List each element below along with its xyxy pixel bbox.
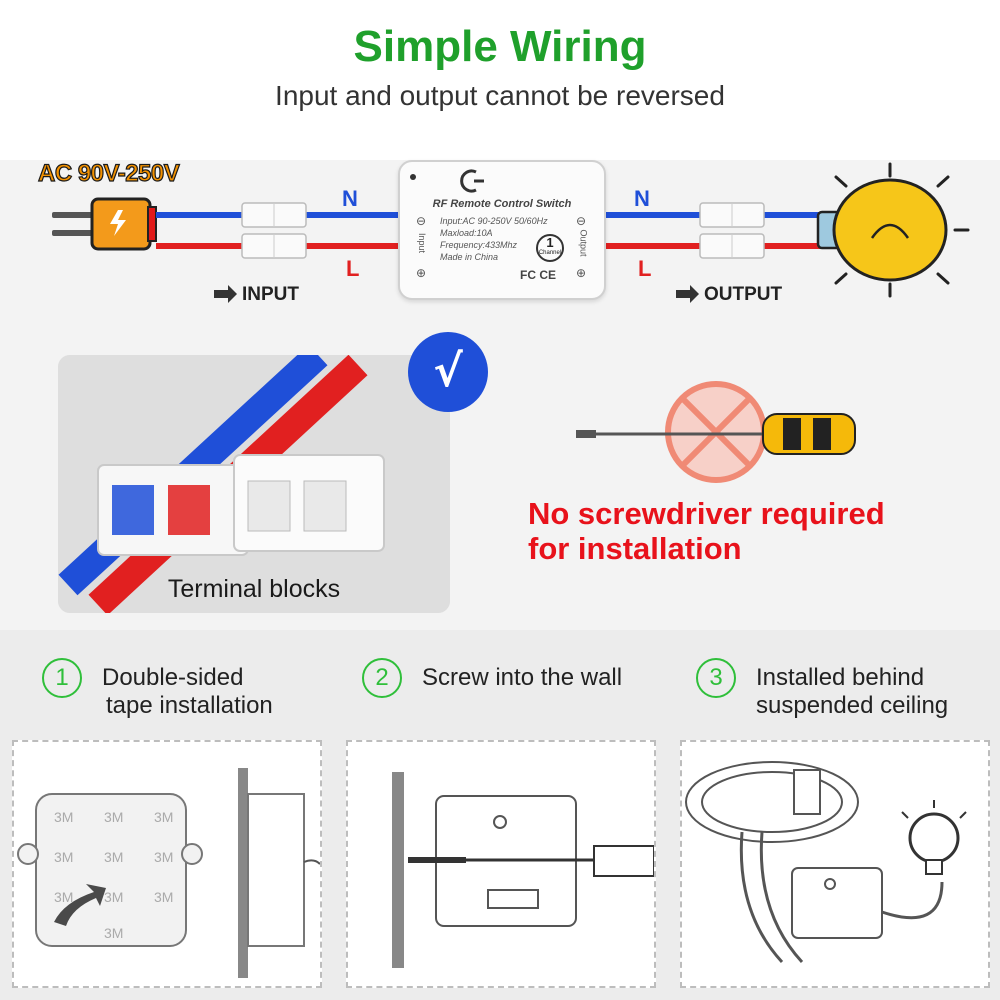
wiring-diagram (52, 162, 970, 303)
tape-mark: 3M (104, 809, 123, 825)
channel-badge: 1 Channel (536, 234, 564, 262)
tape-mark: 3M (54, 889, 73, 905)
ceiling-installation-illustration (680, 740, 990, 988)
step-1-line1: Double-sided (102, 664, 244, 691)
device-name: RF Remote Control Switch (432, 198, 572, 210)
no-screwdriver-icon (576, 381, 856, 483)
step-2-number: 2 (362, 658, 402, 698)
output-live-label: L (638, 256, 652, 281)
light-bulb-icon (816, 162, 970, 298)
plus-icon: ⊕ (416, 266, 427, 280)
step-3-number: 3 (696, 658, 736, 698)
step-1-line2: tape installation (106, 692, 273, 719)
device-spec: Maxload:10A (440, 228, 493, 238)
step-3-text: Installed behind suspended ceiling (756, 664, 948, 720)
device-output-side: Output (578, 229, 589, 257)
step-2-line1: Screw into the wall (422, 664, 623, 691)
device-spec: Frequency:433Mhz (440, 240, 518, 250)
tape-mark: 3M (154, 889, 173, 905)
wall-screw-illustration (346, 740, 656, 988)
header (0, 0, 1000, 160)
tape-mark: 3M (154, 809, 173, 825)
plus-icon: ⊕ (576, 266, 587, 280)
minus-icon: ⊖ (416, 214, 427, 228)
check-icon: √ (408, 332, 488, 412)
status-led (410, 174, 416, 180)
tape-mark: 3M (54, 849, 73, 865)
tape-mark: 3M (54, 809, 73, 825)
device-spec: Input:AC 90-250V 50/60Hz (440, 216, 548, 226)
page-subtitle: Input and output cannot be reversed (275, 80, 725, 111)
warning-line: No screwdriver required (528, 496, 885, 531)
power-button-icon (460, 169, 484, 193)
tape-mark: 3M (104, 889, 123, 905)
output-neutral-label: N (634, 186, 650, 211)
page-title: Simple Wiring (353, 22, 647, 71)
step-3-line2: suspended ceiling (756, 692, 949, 719)
output-connector-icon (699, 202, 765, 259)
power-plug-icon (52, 197, 157, 251)
no-screwdriver-warning: No screwdriver required for installation (528, 496, 885, 566)
step-1-number: 1 (42, 658, 82, 698)
tape-mark: 3M (104, 925, 123, 941)
step-2-text: Screw into the wall (422, 664, 622, 692)
tape-installation-illustration: 3M 3M 3M 3M 3M 3M 3M 3M 3M 3M (12, 740, 322, 988)
step-1-text: Double-sided tape installation (102, 664, 273, 720)
minus-icon: ⊖ (576, 214, 587, 228)
input-neutral-label: N (342, 186, 358, 211)
input-arrow-icon (214, 285, 237, 303)
certification-marks: FC CE (520, 268, 556, 282)
device-spec: Made in China (440, 252, 499, 262)
input-live-label: L (346, 256, 360, 281)
input-label: INPUT (242, 284, 299, 305)
input-connector-icon (241, 202, 307, 259)
channel-text: Channel (538, 250, 562, 256)
channel-number: 1 (546, 235, 554, 250)
terminal-blocks-illustration (58, 355, 450, 613)
tape-mark: 3M (154, 849, 173, 865)
step-3-line1: Installed behind (756, 664, 925, 691)
output-arrow-icon (676, 285, 699, 303)
ac-voltage-label: AC 90V-250V (37, 159, 180, 187)
terminal-blocks-caption: Terminal blocks (167, 575, 341, 603)
device-input-side: Input (417, 232, 428, 254)
tape-mark: 3M (104, 849, 123, 865)
terminal-blocks-photo (58, 355, 450, 613)
rf-switch-device: RF Remote Control Switch Input:AC 90-250… (398, 160, 606, 300)
warning-line: for installation (528, 531, 742, 566)
output-label: OUTPUT (704, 284, 783, 305)
